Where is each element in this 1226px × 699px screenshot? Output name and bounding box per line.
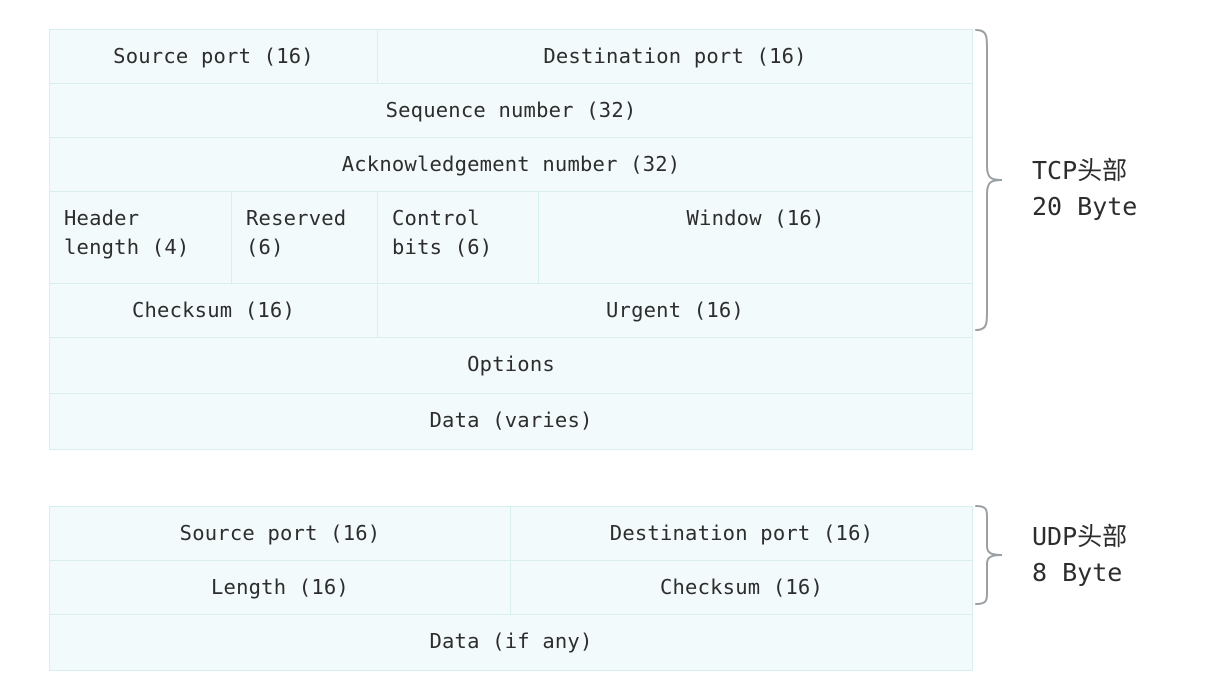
tcp-cell-destination-port: Destination port (16) (376, 28, 974, 85)
tcp-cell-acknowledgement-number: Acknowledgement number (32) (48, 137, 974, 193)
tcp-header-brace-icon (972, 28, 1006, 332)
tcp-cell-reserved: Reserved (6) (231, 191, 378, 285)
tcp-label-line1: TCP头部 (1032, 156, 1128, 185)
tcp-label-line2: 20 Byte (1032, 192, 1138, 222)
udp-cell-source-port: Source port (16) (49, 505, 511, 562)
tcp-header-label: TCP头部 20 Byte (1032, 153, 1137, 226)
udp-label-line1: UDP头部 (1032, 522, 1128, 551)
tcp-cell-sequence-number: Sequence number (32) (48, 83, 974, 139)
udp-cell-destination-port: Destination port (16) (510, 505, 973, 562)
udp-cell-data: Data (if any) (49, 614, 973, 672)
udp-row-data: Data (if any) (49, 614, 973, 672)
udp-header-table: Source port (16) Destination port (16) L… (49, 505, 973, 672)
udp-header-brace-icon (972, 504, 1006, 606)
tcp-cell-checksum: Checksum (16) (49, 283, 378, 339)
tcp-cell-control-bits: Control bits (6) (377, 191, 539, 285)
tcp-row-data: Data (varies) (48, 393, 974, 451)
tcp-row-acknowledgement: Acknowledgement number (32) (48, 137, 974, 193)
tcp-header-table: Source port (16) Destination port (16) S… (48, 28, 974, 451)
tcp-cell-window: Window (16) (537, 191, 974, 285)
tcp-row-options: Options (48, 337, 974, 395)
udp-cell-length: Length (16) (49, 560, 511, 616)
udp-cell-checksum: Checksum (16) (510, 560, 973, 616)
tcp-row-flags: Header length (4) Reserved (6) Control b… (49, 191, 974, 285)
tcp-cell-data: Data (varies) (48, 393, 974, 451)
tcp-cell-source-port: Source port (16) (49, 28, 378, 85)
udp-row-ports: Source port (16) Destination port (16) (49, 505, 973, 562)
tcp-row-sequence: Sequence number (32) (48, 83, 974, 139)
tcp-cell-header-length: Header length (4) (49, 191, 232, 285)
udp-label-line2: 8 Byte (1032, 558, 1123, 588)
tcp-cell-urgent: Urgent (16) (376, 283, 974, 339)
udp-header-label: UDP头部 8 Byte (1032, 519, 1127, 592)
tcp-row-checksum: Checksum (16) Urgent (16) (49, 283, 974, 339)
tcp-cell-options: Options (48, 337, 974, 395)
tcp-row-ports: Source port (16) Destination port (16) (49, 28, 974, 85)
udp-row-length-checksum: Length (16) Checksum (16) (49, 560, 973, 616)
